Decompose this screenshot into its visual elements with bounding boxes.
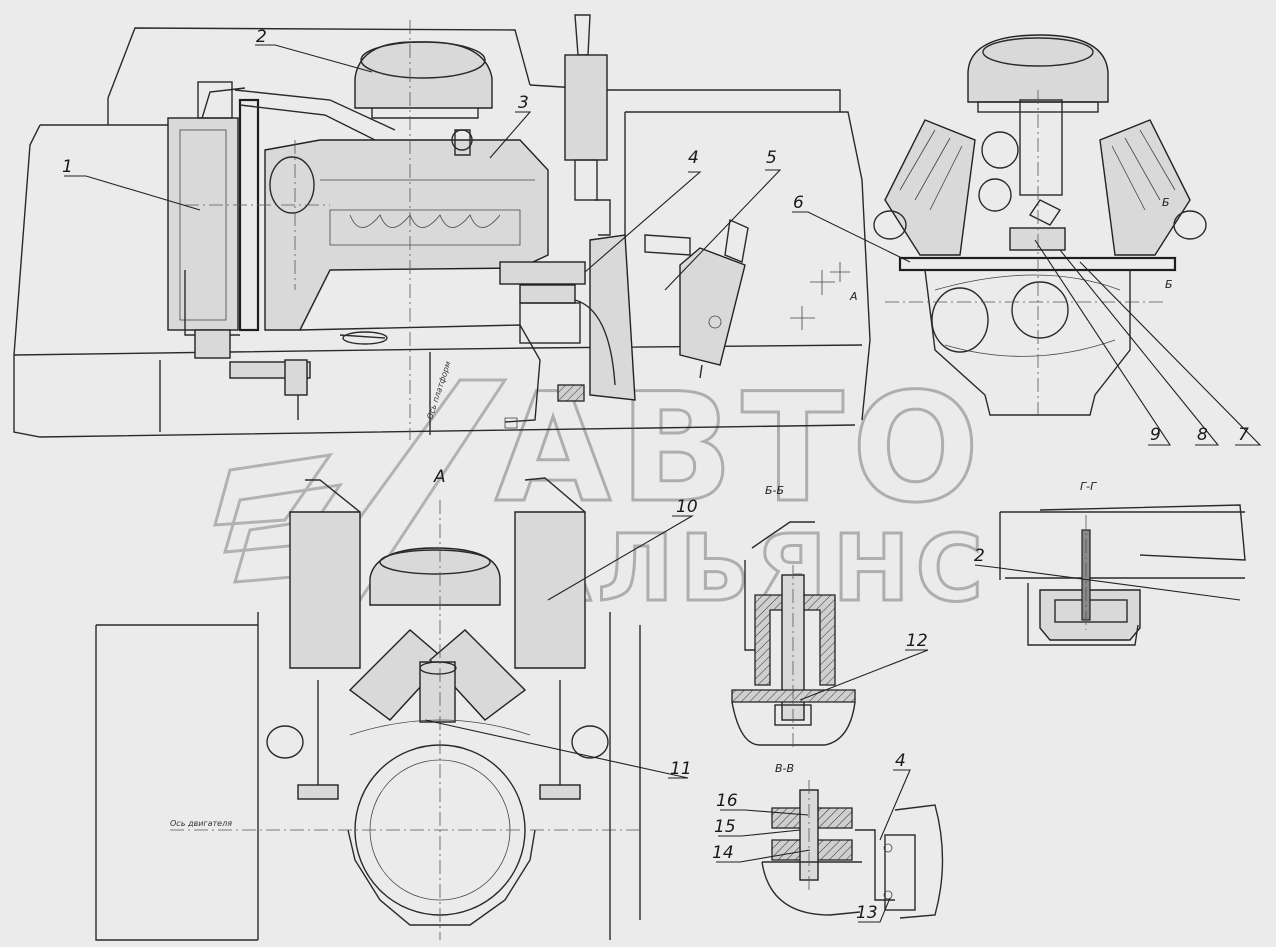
section-mark-b1: Б (1162, 196, 1170, 209)
callout-2: 2 (256, 27, 267, 47)
callouts-front-view: 6 7 8 9 (792, 193, 1262, 446)
callout-3: 3 (518, 93, 529, 113)
callout-vv-4: 4 (895, 751, 906, 771)
section-gg: Г-Г 2 (974, 480, 1246, 646)
section-bb-label: Б-Б (765, 484, 784, 497)
callout-5: 5 (766, 148, 777, 168)
front-view: Б Б (873, 34, 1207, 420)
callout-10: 10 (676, 497, 698, 517)
callout-gg-2: 2 (974, 546, 985, 566)
engine-axis-label: Ось двигателя (170, 819, 232, 828)
side-view: Ось платформ А (13, 14, 871, 440)
section-mark-b2: Б (1165, 278, 1173, 291)
callout-11: 11 (670, 759, 692, 779)
callout-1: 1 (62, 157, 73, 177)
callout-16: 16 (716, 791, 738, 811)
callout-8: 8 (1197, 425, 1208, 445)
callout-7: 7 (1238, 425, 1249, 445)
section-gg-label: Г-Г (1080, 480, 1097, 493)
watermark-line2: АЛЬЯНС (520, 515, 989, 622)
callout-14: 14 (712, 843, 734, 863)
callout-9: 9 (1150, 425, 1161, 445)
callout-4: 4 (688, 148, 699, 168)
callout-6: 6 (793, 193, 804, 213)
callout-12: 12 (906, 631, 928, 651)
section-vv: 16 15 14 13 4 (712, 751, 944, 923)
callout-15: 15 (714, 817, 736, 837)
section-bb: Б-Б В-В 12 (731, 484, 929, 775)
section-vv-label: В-В (775, 762, 794, 775)
callout-13: 13 (856, 903, 878, 923)
arrow-a-label: А (849, 290, 858, 303)
callouts-view-a: 10 11 (424, 497, 698, 779)
callouts-side-view: 1 2 3 4 5 (62, 27, 782, 291)
view-a: А Ось двигателя (95, 467, 641, 941)
view-a-label: А (433, 467, 446, 487)
